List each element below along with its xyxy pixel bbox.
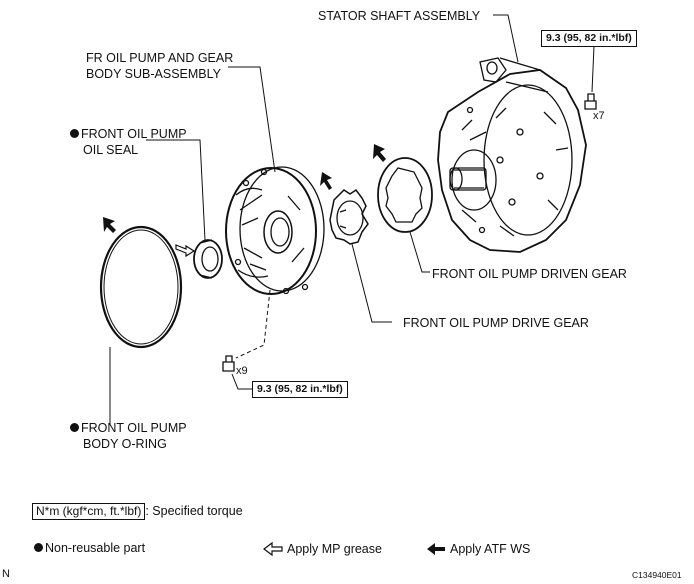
oring-label-line2: BODY O-RING	[83, 437, 167, 451]
oil-seal-part	[193, 239, 223, 279]
oil-seal-label-line2: OIL SEAL	[83, 143, 139, 157]
legend-non-reusable: Non-reusable part	[34, 540, 145, 556]
fr-oil-pump-label-line2: BODY SUB-ASSEMBLY	[86, 67, 221, 81]
figure-id: C134940E01	[632, 570, 682, 580]
legend-torque-desc: : Specified torque	[145, 504, 243, 518]
legend-atf: Apply ATF WS	[450, 542, 531, 556]
torque-box-bottom: 9.3 (95, 82 in.*lbf)	[252, 381, 348, 398]
atf-arrow-driven-gear	[373, 144, 386, 162]
legend-mp-grease: Apply MP grease	[287, 542, 382, 556]
legend-torque-box: N*m (kgf*cm, ft.*lbf)	[32, 503, 146, 520]
non-reusable-dot-icon	[70, 423, 79, 432]
atf-arrow-legend	[427, 543, 445, 555]
oil-pump-body-part	[225, 166, 325, 295]
driven-gear-part	[377, 157, 433, 233]
atf-arrow-oring	[103, 217, 116, 233]
driven-gear-label: FRONT OIL PUMP DRIVEN GEAR	[432, 267, 627, 281]
non-reusable-dot-icon	[70, 129, 79, 138]
drive-gear-part	[329, 188, 369, 245]
atf-arrow-drive-gear	[320, 172, 332, 190]
bolt-count-top: x7	[593, 110, 605, 122]
mp-grease-arrow-seal	[175, 244, 196, 258]
footer-left-mark: N	[2, 568, 10, 580]
bolt-top	[584, 93, 597, 110]
oil-seal-label-line1: FRONT OIL PUMP	[70, 126, 187, 142]
stator-shaft-label: STATOR SHAFT ASSEMBLY	[318, 9, 481, 23]
legend-torque: N*m (kgf*cm, ft.*lbf): Specified torque	[32, 503, 243, 520]
fr-oil-pump-label-line1: FR OIL PUMP AND GEAR	[86, 51, 234, 65]
o-ring-part	[99, 225, 183, 349]
drive-gear-label: FRONT OIL PUMP DRIVE GEAR	[403, 316, 589, 330]
oring-label-line1: FRONT OIL PUMP	[70, 420, 187, 436]
torque-box-top: 9.3 (95, 82 in.*lbf)	[541, 30, 637, 47]
stator-shaft-part	[437, 57, 587, 253]
bolt-bottom	[222, 355, 235, 372]
bolt-count-bottom: x9	[236, 365, 248, 377]
non-reusable-dot-icon	[34, 543, 43, 552]
mp-grease-arrow-legend	[263, 541, 283, 557]
